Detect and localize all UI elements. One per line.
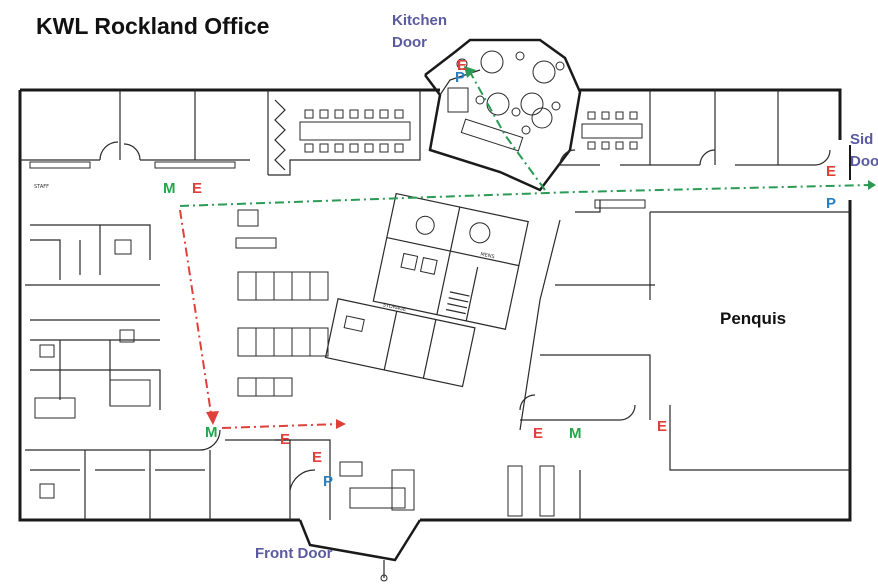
front-door-label: Front Door	[255, 545, 333, 562]
parking-marker: P	[826, 195, 836, 212]
penquis-suite	[507, 199, 850, 520]
meeting-marker: M	[163, 180, 176, 197]
markers: M E M E E P E P E M E P E	[163, 57, 836, 490]
exit-marker: E	[312, 449, 322, 466]
offices-bottom-left	[25, 429, 291, 520]
svg-text:MENS: MENS	[480, 251, 495, 260]
parking-marker: P	[323, 473, 333, 490]
meeting-marker: M	[569, 425, 582, 442]
meeting-marker: M	[205, 424, 218, 441]
green-evacuation-route	[179, 66, 876, 207]
offices-top-left: STAFF	[20, 90, 269, 190]
exit-marker: E	[457, 57, 467, 74]
left-cubicles	[25, 224, 161, 419]
exit-marker: E	[826, 163, 836, 180]
parking-marker: P	[455, 69, 465, 86]
central-core: STORAGE MENS	[324, 192, 529, 388]
penquis-label: Penquis	[720, 309, 786, 328]
exit-marker: E	[657, 418, 667, 435]
red-evacuation-route	[179, 209, 346, 429]
front-vestibule	[275, 439, 422, 582]
exit-marker: E	[533, 425, 543, 442]
kitchen-door-label: Kitchen	[392, 12, 447, 29]
outer-walls	[18, 88, 852, 522]
plan-title: KWL Rockland Office	[36, 13, 269, 39]
kitchen-wing	[424, 38, 582, 192]
kitchen-door-label-line2: Door	[392, 34, 427, 51]
offices-top-right	[559, 90, 831, 166]
exit-marker: E	[192, 180, 202, 197]
conference-room	[268, 90, 421, 176]
svg-text:STORAGE: STORAGE	[382, 302, 407, 313]
side-door-label: Sid	[850, 131, 873, 148]
center-cubicles	[235, 209, 329, 397]
side-door-label-line2: Doo	[850, 153, 878, 170]
svg-text:STAFF: STAFF	[34, 184, 49, 190]
exit-marker: E	[280, 431, 290, 448]
